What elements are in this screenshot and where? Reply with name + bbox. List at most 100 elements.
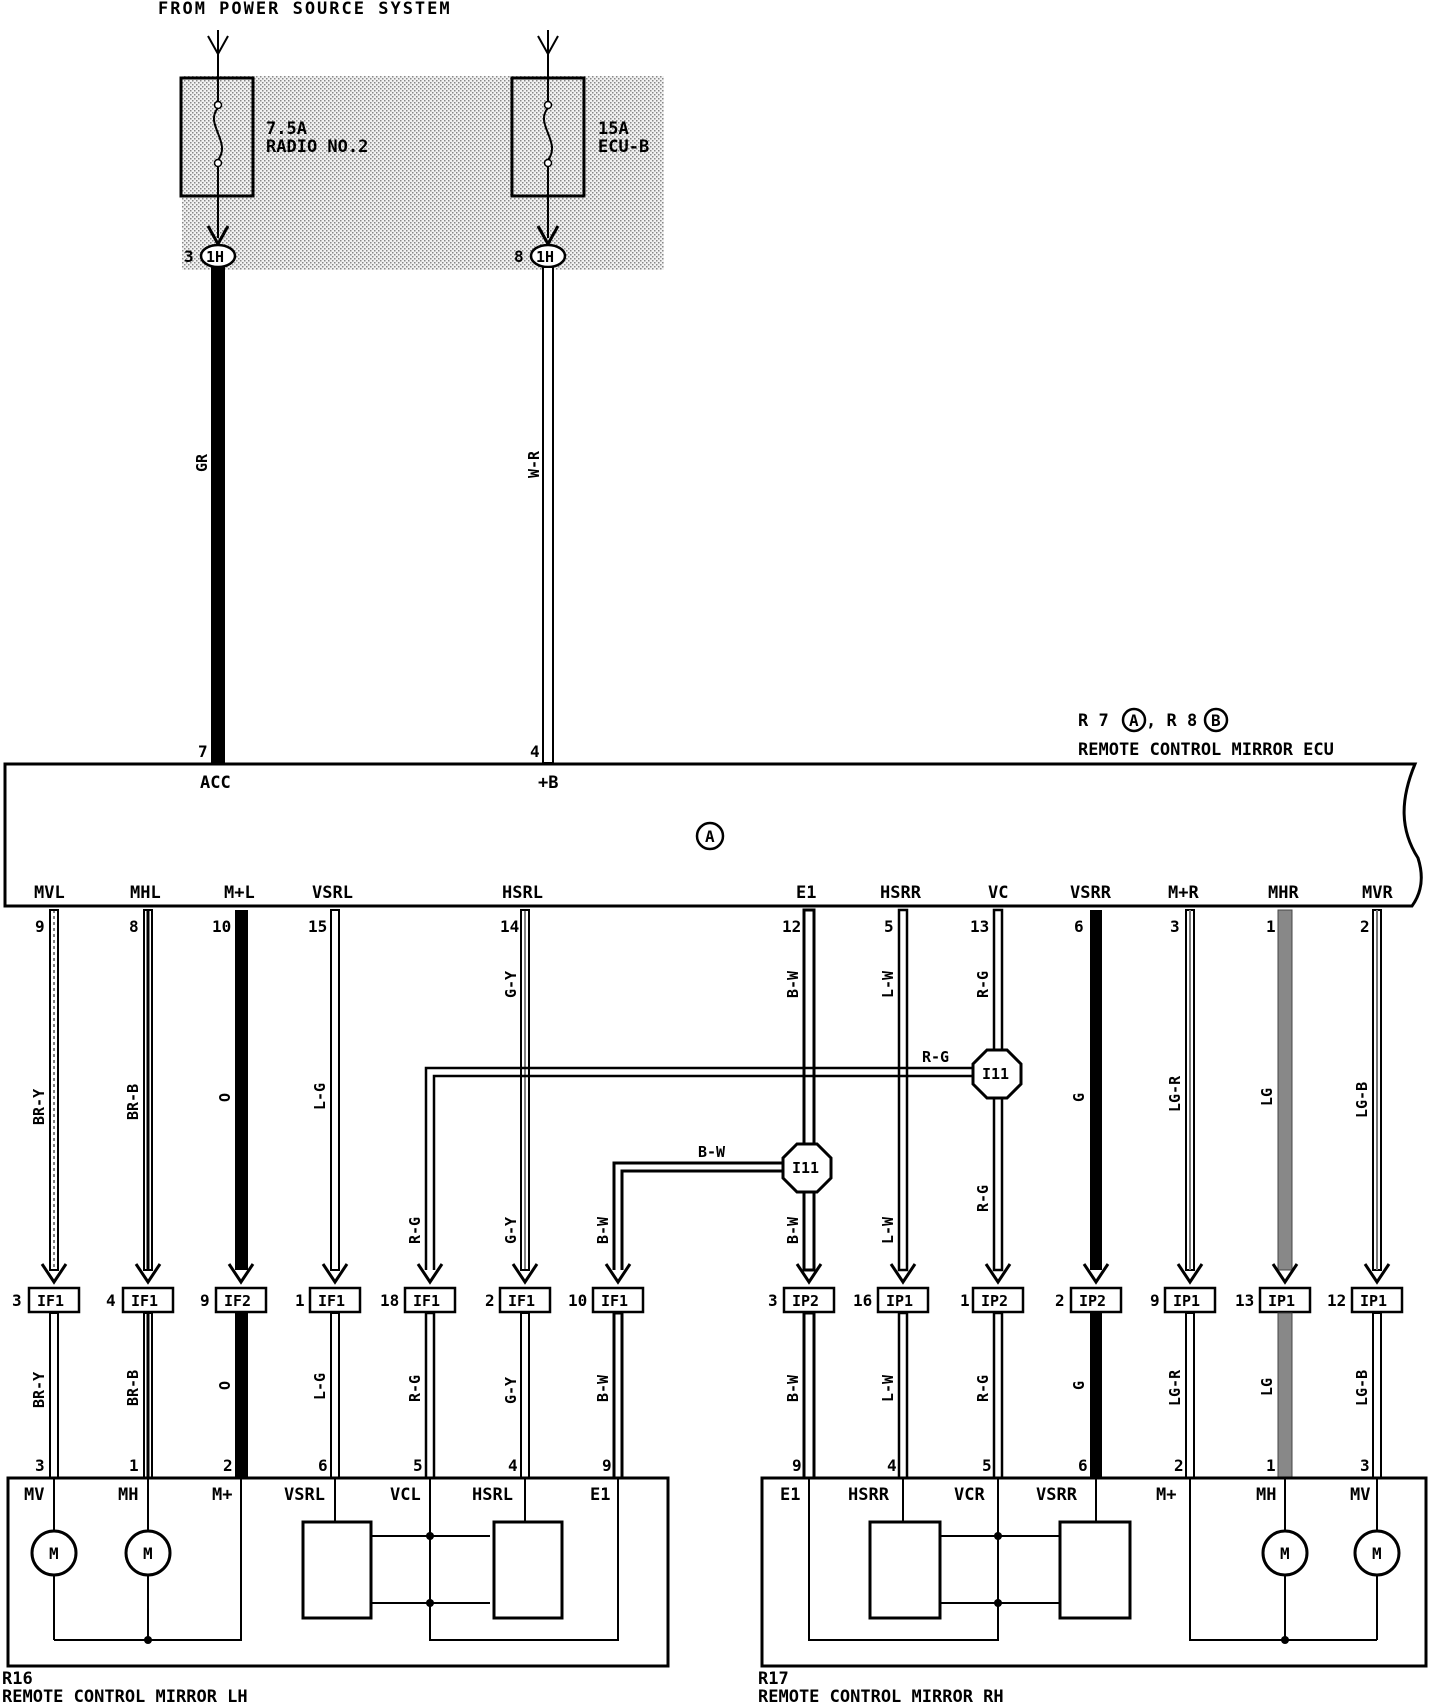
- conn-pin-3: 9: [200, 1291, 210, 1310]
- rh-sensor-vertical: [1058, 1520, 1132, 1620]
- lh-sensor-horizontal: [492, 1520, 564, 1620]
- lwlabel-lg: LG: [1258, 1378, 1276, 1396]
- ecu-ref-a: A: [1129, 711, 1139, 730]
- lh-motor-mh-icon: [124, 1529, 172, 1577]
- fuse-2-rating: 15A: [598, 119, 629, 139]
- lh-motor-mh-label: M: [143, 1544, 153, 1563]
- splice-i11-lower: [781, 1142, 833, 1194]
- power-source-title: FROM POWER SOURCE SYSTEM: [158, 0, 452, 19]
- wlabel-g-y-lower: G-Y: [502, 1217, 520, 1244]
- ecu-terminal-b: +B: [538, 773, 558, 793]
- rh-junction-1: [994, 1532, 1002, 1540]
- connector-boxes: [27, 1286, 1404, 1314]
- wire-r-g-splice-route: [424, 1066, 978, 1270]
- conn-pin-10: 1: [960, 1291, 970, 1310]
- conn-pin-14: 12: [1327, 1291, 1346, 1310]
- rh-motor-mv-label: M: [1372, 1544, 1382, 1563]
- mirror-lh-ref: R16: [2, 1669, 33, 1689]
- wlabel-l-g: L-G: [311, 1083, 329, 1110]
- splice-i11-upper-label: I11: [982, 1065, 1009, 1083]
- conn-pin-9: 16: [853, 1291, 872, 1310]
- conn-id-10: IP2: [981, 1292, 1008, 1310]
- connector-arrows: [40, 1263, 1391, 1285]
- ecu-pin-hsrr: 5: [884, 917, 894, 936]
- power-input-arrow-2: [537, 30, 559, 78]
- lower-wires: [49, 1311, 1382, 1480]
- conn-pin-12: 9: [1150, 1291, 1160, 1310]
- rh-motor-mh-label: M: [1280, 1544, 1290, 1563]
- ecu-name: REMOTE CONTROL MIRROR ECU: [1078, 740, 1334, 760]
- wire-l-w: [897, 908, 909, 1272]
- ecu-ref-b: B: [1211, 711, 1221, 730]
- wire-l-g: [330, 909, 340, 1271]
- conn-id-1: IF1: [37, 1292, 64, 1310]
- power-input-arrow-1: [207, 30, 229, 78]
- ecu-term-vsrl: VSRL: [312, 883, 353, 903]
- wire-lg: [1277, 909, 1293, 1271]
- ecu-term-hsrl: HSRL: [502, 883, 543, 903]
- lh-pin-e1: 9: [602, 1456, 612, 1475]
- ecu-pin-mhr: 1: [1266, 917, 1276, 936]
- ecu-pin-mvl: 9: [35, 917, 45, 936]
- ecu-term-vsrr: VSRR: [1070, 883, 1112, 903]
- wlabel-lg: LG: [1258, 1088, 1276, 1106]
- wire-lg-b: [1372, 909, 1382, 1271]
- mirror-lh-name: REMOTE CONTROL MIRROR LH: [2, 1687, 248, 1706]
- lh-junction-2: [426, 1599, 434, 1607]
- lh-term-e1: E1: [590, 1485, 610, 1505]
- ecu-ref-a-circle: [1121, 707, 1147, 733]
- wire-br-y: [49, 909, 59, 1271]
- fuse-2-name: ECU-B: [598, 137, 649, 157]
- rh-pin-mv: 3: [1360, 1456, 1370, 1475]
- rh-term-mp: M+: [1156, 1485, 1176, 1505]
- ecu-pin-mhl: 8: [129, 917, 139, 936]
- lwlabel-br-y: BR-Y: [30, 1372, 48, 1408]
- ecu-pin-e1: 12: [782, 917, 801, 936]
- conn-pin-11: 2: [1055, 1291, 1065, 1310]
- rh-term-vcr: VCR: [954, 1485, 985, 1505]
- lh-pin-hsrl: 4: [508, 1456, 518, 1475]
- wire-g-y: [520, 909, 530, 1271]
- ecu-pin-vc: 13: [970, 917, 989, 936]
- rh-motor-mh-icon: [1261, 1529, 1309, 1577]
- wire-gr-label: GR: [193, 453, 211, 472]
- rh-sensor-horizontal: [868, 1520, 942, 1620]
- wlabel-o: O: [216, 1093, 234, 1102]
- lh-term-vsrl: VSRL: [284, 1485, 325, 1505]
- ecu-term-e1: E1: [796, 883, 816, 903]
- conn-id-14: IP1: [1360, 1292, 1387, 1310]
- lwlabel-r-g: R-G: [406, 1375, 424, 1402]
- wlabel-lg-r: LG-R: [1166, 1075, 1184, 1112]
- lh-junction-1: [426, 1532, 434, 1540]
- rh-pin-e1: 9: [792, 1456, 802, 1475]
- ecu-pin-hsrl: 14: [500, 917, 519, 936]
- mirror-rh-box: [760, 1476, 1428, 1668]
- lh-term-mp: M+: [212, 1485, 232, 1505]
- wlabel-lg-b: LG-B: [1353, 1082, 1371, 1118]
- rh-pin-vsrr: 6: [1078, 1456, 1088, 1475]
- wlabel-br-b: BR-B: [124, 1084, 142, 1120]
- rh-motor-mv-icon: [1353, 1529, 1401, 1577]
- conn-pin-13: 13: [1235, 1291, 1254, 1310]
- wlabel-r-g: R-G: [974, 971, 992, 998]
- wlabel-g: G: [1070, 1093, 1088, 1102]
- ecu-terminal-acc: ACC: [200, 773, 231, 793]
- rh-term-mv: MV: [1350, 1485, 1370, 1505]
- ecu-term-mpr: M+R: [1168, 883, 1199, 903]
- wlabel-br-y: BR-Y: [30, 1089, 48, 1125]
- rh-pin-vcr: 5: [982, 1456, 992, 1475]
- mirror-rh-ref: R17: [758, 1669, 789, 1689]
- lh-term-mv: MV: [24, 1485, 44, 1505]
- lwlabel-lg-r: LG-R: [1166, 1369, 1184, 1406]
- conn-id-8: IP2: [792, 1292, 819, 1310]
- ecu-term-mvl: MVL: [34, 883, 65, 903]
- mirror-rh-name: REMOTE CONTROL MIRROR RH: [758, 1687, 1004, 1706]
- wlabel-r-g-horizontal: R-G: [922, 1048, 949, 1066]
- wire-o: [235, 910, 248, 1270]
- ecu-pin-mvr: 2: [1360, 917, 1370, 936]
- wlabel-r-g-vc-lower: R-G: [974, 1185, 992, 1212]
- wlabel-l-w: L-W: [879, 970, 897, 998]
- conn-id-9: IP1: [886, 1292, 913, 1310]
- lwlabel-br-b: BR-B: [124, 1370, 142, 1406]
